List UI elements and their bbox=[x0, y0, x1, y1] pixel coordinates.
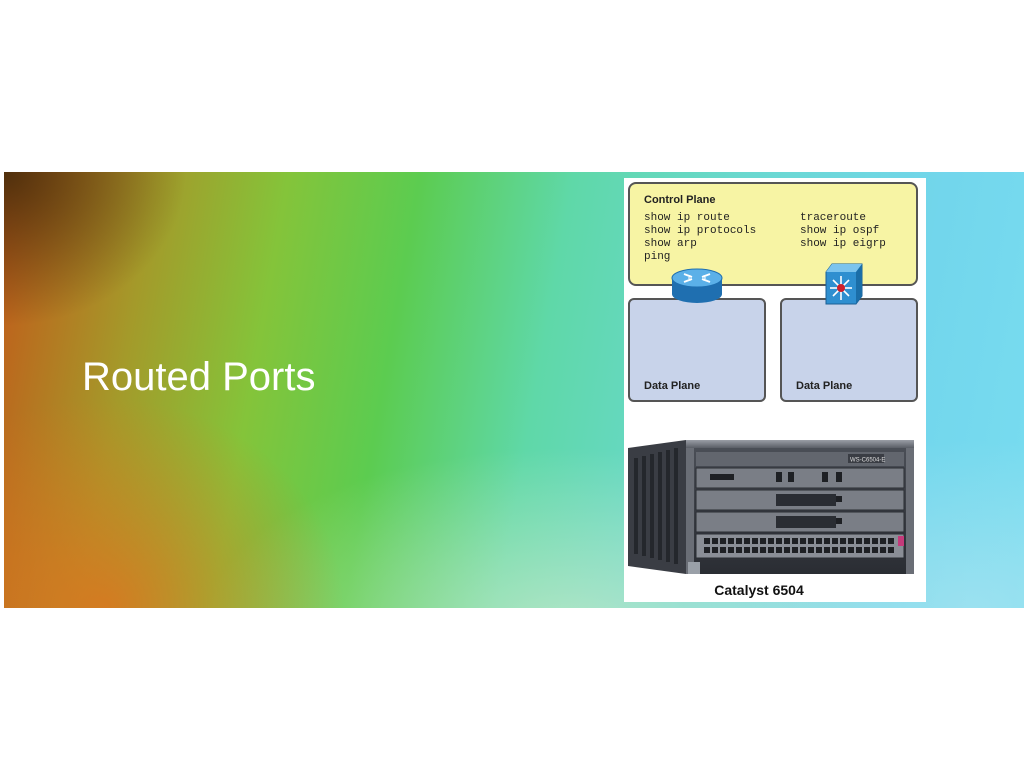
data-plane-box-left: Data Plane bbox=[628, 298, 766, 402]
router-icon bbox=[670, 266, 724, 313]
ethernet-port bbox=[720, 538, 726, 544]
ethernet-port bbox=[848, 547, 854, 553]
slide-title: Routed Ports bbox=[82, 355, 316, 399]
ethernet-port bbox=[752, 538, 758, 544]
command-show-ip-protocols: show ip protocols bbox=[644, 225, 757, 237]
ethernet-port bbox=[744, 538, 750, 544]
data-plane-label-right: Data Plane bbox=[796, 380, 853, 392]
routed-ports-figure: Control Plane show ip route show ip prot… bbox=[624, 178, 926, 602]
command-show-ip-ospf: show ip ospf bbox=[800, 225, 880, 237]
ethernet-port bbox=[776, 538, 782, 544]
ethernet-port bbox=[704, 547, 710, 553]
ethernet-port bbox=[736, 538, 742, 544]
ethernet-port bbox=[864, 547, 870, 553]
ethernet-port bbox=[744, 547, 750, 553]
ethernet-port bbox=[800, 547, 806, 553]
ethernet-port bbox=[808, 538, 814, 544]
ethernet-port bbox=[864, 538, 870, 544]
ethernet-port bbox=[848, 538, 854, 544]
command-ping: ping bbox=[644, 251, 671, 263]
ethernet-port bbox=[832, 547, 838, 553]
ethernet-port bbox=[840, 538, 846, 544]
ethernet-port bbox=[856, 538, 862, 544]
ethernet-port bbox=[784, 547, 790, 553]
ethernet-port bbox=[856, 547, 862, 553]
multilayer-switch-icon bbox=[822, 262, 866, 311]
chassis-model-badge: WS-C6504-E bbox=[850, 458, 885, 464]
ethernet-port bbox=[872, 547, 878, 553]
ethernet-port bbox=[776, 547, 782, 553]
ethernet-port bbox=[824, 547, 830, 553]
ethernet-port bbox=[816, 547, 822, 553]
data-plane-box-right: Data Plane bbox=[780, 298, 918, 402]
command-traceroute: traceroute bbox=[800, 212, 867, 224]
ethernet-port bbox=[880, 538, 886, 544]
ethernet-port bbox=[728, 547, 734, 553]
ethernet-port bbox=[872, 538, 878, 544]
ethernet-port bbox=[728, 538, 734, 544]
ethernet-port bbox=[880, 547, 886, 553]
ethernet-port bbox=[768, 538, 774, 544]
ethernet-port bbox=[888, 538, 894, 544]
ethernet-port bbox=[752, 547, 758, 553]
ethernet-port bbox=[720, 547, 726, 553]
command-show-ip-eigrp: show ip eigrp bbox=[800, 238, 886, 250]
ethernet-port bbox=[808, 547, 814, 553]
control-plane-title: Control Plane bbox=[644, 194, 716, 206]
ethernet-port bbox=[768, 547, 774, 553]
ethernet-port bbox=[784, 538, 790, 544]
ethernet-port bbox=[840, 547, 846, 553]
catalyst-chassis-image: WS-C6504-E bbox=[626, 434, 922, 580]
ethernet-port bbox=[888, 547, 894, 553]
ethernet-port bbox=[824, 538, 830, 544]
ethernet-port bbox=[704, 538, 710, 544]
ethernet-port bbox=[832, 538, 838, 544]
control-plane-box: Control Plane show ip route show ip prot… bbox=[628, 182, 918, 286]
ethernet-port bbox=[736, 547, 742, 553]
data-plane-label-left: Data Plane bbox=[644, 380, 701, 392]
chassis-caption: Catalyst 6504 bbox=[714, 582, 804, 598]
command-show-arp: show arp bbox=[644, 238, 697, 250]
ethernet-port bbox=[816, 538, 822, 544]
ethernet-port bbox=[760, 538, 766, 544]
ethernet-port bbox=[712, 538, 718, 544]
ethernet-port bbox=[712, 547, 718, 553]
ethernet-port bbox=[760, 547, 766, 553]
ethernet-port bbox=[792, 538, 798, 544]
ethernet-port bbox=[792, 547, 798, 553]
command-show-ip-route: show ip route bbox=[644, 212, 730, 224]
ethernet-port bbox=[800, 538, 806, 544]
